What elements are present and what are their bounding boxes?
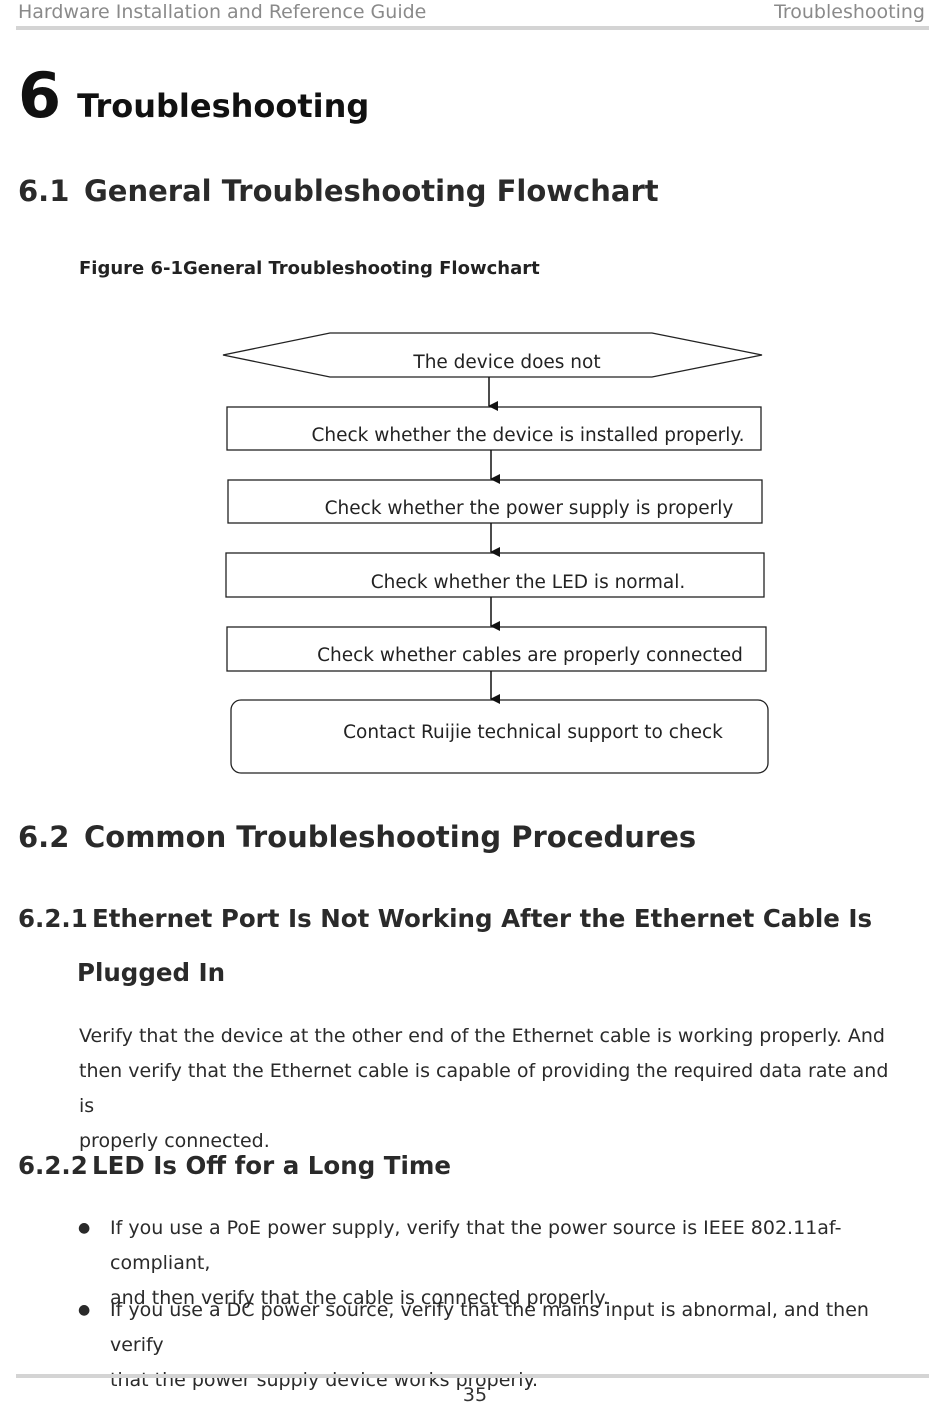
section-number: 6.1 (18, 174, 70, 208)
flow-start-text: The device does not (412, 352, 600, 373)
flow-step3-text: Check whether the LED is normal. (371, 572, 686, 593)
paragraph-line: Verify that the device at the other end … (79, 1025, 885, 1047)
flow-step2-text: Check whether the power supply is proper… (325, 498, 734, 519)
flow-start-shape (222, 332, 763, 378)
bullet-item: ● If you use a PoE power supply, verify … (78, 1211, 928, 1316)
bullet-dot-icon: ● (78, 1220, 91, 1236)
bullet-line: and then verify that the cable is connec… (110, 1287, 609, 1309)
header-rule (16, 26, 929, 30)
section-title: General Troubleshooting Flowchart (84, 174, 659, 208)
paragraph-line: then verify that the Ethernet cable is c… (79, 1060, 889, 1117)
chapter-title: Troubleshooting (77, 87, 370, 125)
section-heading-6-2: 6.2 Common Troubleshooting Procedures (18, 820, 696, 854)
subsection-number: 6.2.1 (18, 904, 88, 933)
paragraph-6-2-1: Verify that the device at the other end … (79, 1019, 909, 1159)
flow-step4-text: Check whether cables are properly connec… (317, 645, 743, 666)
bullet-line: If you use a PoE power supply, verify th… (110, 1217, 842, 1274)
figure-caption: Figure 6-1General Troubleshooting Flowch… (79, 258, 540, 279)
section-heading-6-1: 6.1 General Troubleshooting Flowchart (18, 174, 659, 208)
page-number: 35 (462, 1384, 488, 1406)
chapter-number: 6 (18, 59, 62, 132)
flow-end-text: Contact Ruijie technical support to chec… (343, 722, 723, 743)
running-header-section: Troubleshooting (774, 1, 925, 23)
section-number: 6.2 (18, 820, 70, 854)
flow-step1-text: Check whether the device is installed pr… (311, 425, 744, 446)
section-title: Common Troubleshooting Procedures (84, 820, 697, 854)
subsection-number: 6.2.2 (18, 1151, 88, 1180)
bullet-line: If you use a DC power source, verify tha… (110, 1299, 869, 1356)
subsection-title: LED Is Off for a Long Time (92, 1151, 452, 1180)
paragraph-line: properly connected. (79, 1130, 270, 1152)
bullet-item: ● If you use a DC power source, verify t… (78, 1293, 928, 1398)
flowchart: The device does not Check whether the de… (222, 332, 769, 774)
bullet-dot-icon: ● (78, 1302, 91, 1318)
subsection-title-line2: Plugged In (77, 958, 226, 987)
footer-rule (16, 1374, 929, 1378)
subsection-title-line1: Ethernet Port Is Not Working After the E… (92, 904, 873, 933)
chapter-heading: 6 Troubleshooting (18, 58, 369, 134)
running-header-title: Hardware Installation and Reference Guid… (18, 1, 427, 23)
